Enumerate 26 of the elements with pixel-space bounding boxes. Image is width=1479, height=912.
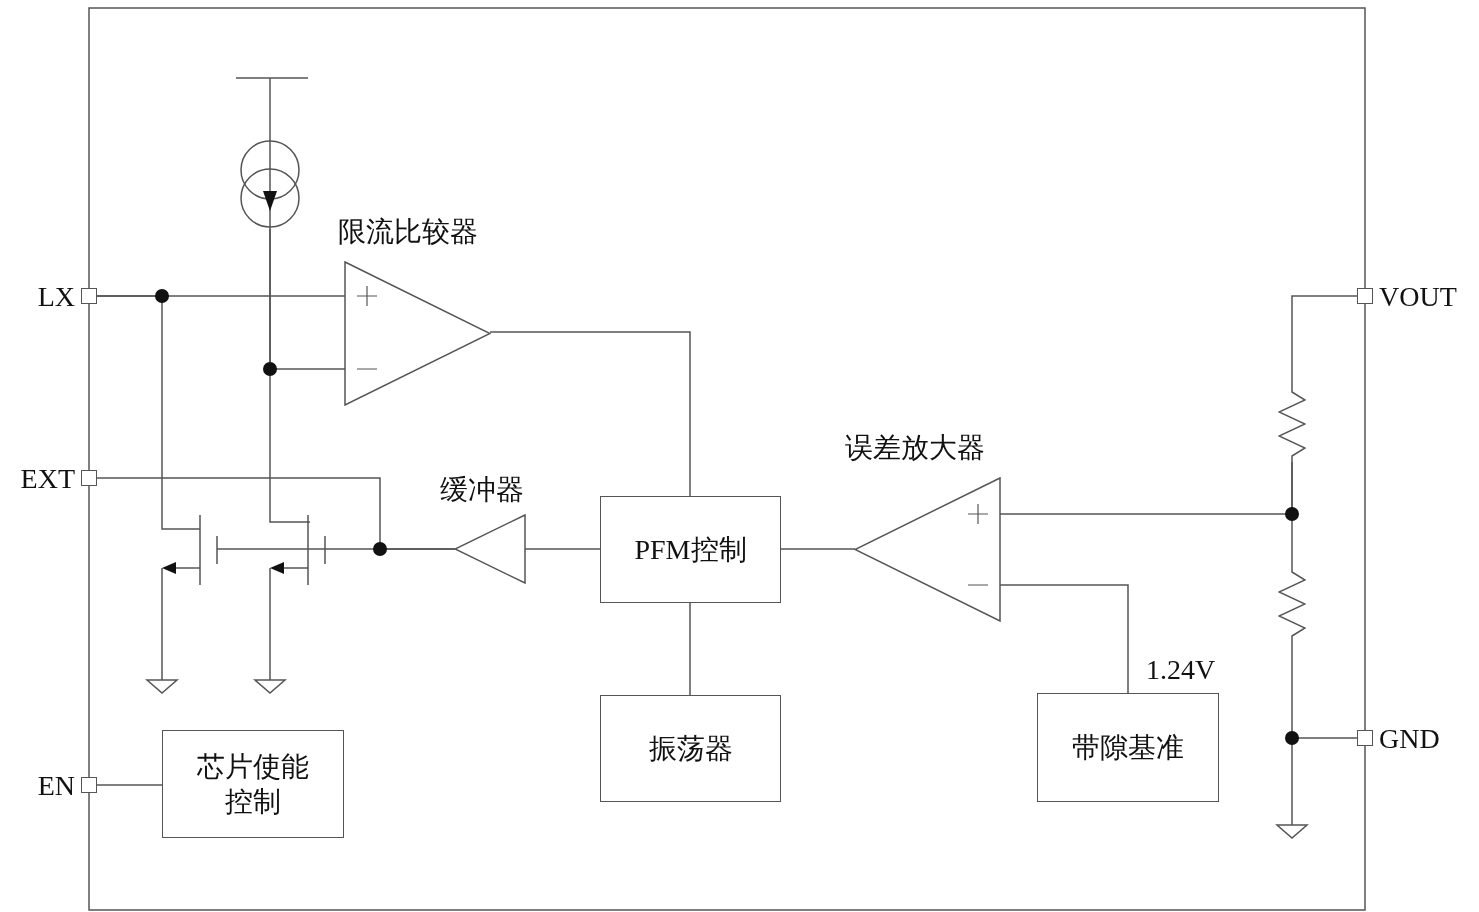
wire [96, 477, 456, 550]
wire [1291, 641, 1358, 739]
block-box: 振荡器 [600, 695, 781, 802]
wire [689, 602, 691, 696]
block-box: 带隙基准 [1037, 693, 1219, 802]
pin-label: VOUT [1379, 283, 1457, 311]
voltage-label: 1.24V [1146, 656, 1216, 684]
wire [489, 331, 691, 497]
wire [780, 548, 856, 550]
wire [999, 461, 1293, 515]
block-label: 误差放大器 [845, 434, 985, 462]
wire [524, 548, 601, 550]
pin-label: EXT [20, 465, 75, 493]
pin-label: EN [37, 772, 75, 800]
wire [96, 784, 163, 786]
block-box: 芯片使能控制 [162, 730, 344, 838]
wire [216, 548, 269, 550]
block-box: PFM控制 [600, 496, 781, 603]
wire [1291, 295, 1358, 389]
pin-label: GND [1379, 725, 1440, 753]
pin-label: LX [37, 283, 75, 311]
block-label: 限流比较器 [338, 218, 478, 246]
block-label: 缓冲器 [440, 476, 524, 504]
wire [269, 228, 311, 523]
wire [999, 584, 1129, 694]
wire [96, 295, 201, 530]
